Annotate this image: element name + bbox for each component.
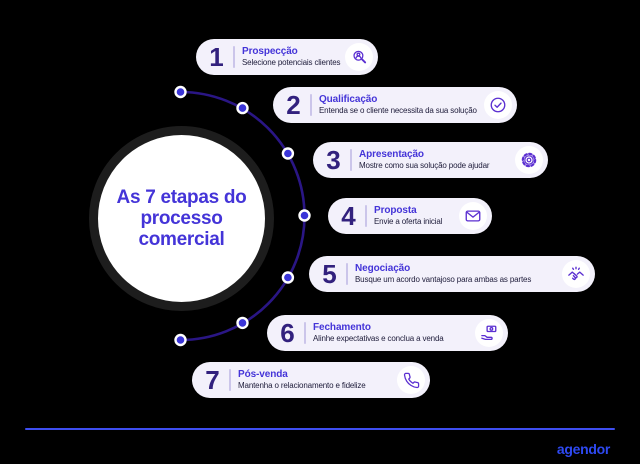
step-node-7: [174, 333, 187, 347]
step-title: Prospecção: [242, 46, 298, 57]
step-description: Selecione potenciais clientes: [242, 58, 341, 67]
divider: [233, 46, 235, 68]
step-node-1: [174, 85, 187, 99]
step-title: Proposta: [374, 205, 417, 216]
step-description: Envie a oferta inicial: [374, 217, 443, 226]
step-node-2: [236, 101, 249, 115]
step-card-qualificacao: 2 Qualificação Entenda se o cliente nece…: [273, 87, 517, 123]
step-title: Qualificação: [319, 94, 378, 105]
step-node-3: [281, 147, 295, 160]
phone-icon: [403, 372, 419, 388]
icon-badge: [562, 260, 590, 288]
step-title: Fechamento: [313, 322, 371, 333]
center-title-circle: As 7 etapas do processo comercial: [89, 126, 274, 311]
icon-badge: [475, 319, 503, 347]
check-circle-icon: [490, 97, 506, 113]
step-number: 7: [205, 365, 219, 395]
step-node-5: [281, 271, 295, 284]
step-description: Busque um acordo vantajoso para ambas as…: [355, 275, 532, 284]
divider: [229, 369, 231, 391]
step-number: 6: [280, 318, 294, 348]
step-description: Mantenha o relacionamento e fidelize: [238, 381, 366, 390]
divider: [310, 94, 312, 116]
step-number: 2: [286, 90, 300, 120]
step-card-prospeccao: 1 Prospecção Selecione potenciais client…: [196, 39, 378, 75]
icon-badge: [345, 43, 373, 71]
divider: [350, 149, 352, 171]
hand-money-icon: [481, 325, 497, 341]
divider: [365, 205, 367, 227]
step-title: Negociação: [355, 263, 411, 274]
step-title: Pós-venda: [238, 369, 288, 380]
step-description: Mostre como sua solução pode ajudar: [359, 161, 490, 170]
envelope-icon: [465, 210, 481, 222]
agendor-logo: agendor: [556, 441, 610, 457]
step-card-fechamento: 6 Fechamento Alinhe expectativas e concl…: [267, 315, 508, 351]
infographic-title: As 7 etapas do processo comercial: [116, 186, 247, 251]
divider: [304, 322, 306, 344]
gear-icon: [521, 152, 537, 168]
icon-badge: [459, 202, 487, 230]
search-user-icon: [352, 50, 366, 63]
step-description: Alinhe expectativas e conclua a venda: [313, 334, 444, 343]
step-number: 4: [341, 201, 355, 231]
step-node-4: [298, 209, 311, 222]
step-number: 5: [322, 259, 336, 289]
step-card-pos-venda: 7 Pós-venda Mantenha o relacionamento e …: [192, 362, 430, 398]
icon-badge: [397, 366, 425, 394]
step-node-6: [236, 316, 249, 330]
step-card-proposta: 4 Proposta Envie a oferta inicial: [328, 198, 492, 234]
icon-badge: [515, 146, 543, 174]
handshake-icon: [568, 266, 584, 281]
footer-divider-line: [25, 428, 615, 430]
step-description: Entenda se o cliente necessita da sua so…: [319, 106, 477, 115]
divider: [346, 263, 348, 285]
step-number: 3: [326, 145, 340, 175]
step-card-negociacao: 5 Negociação Busque um acordo vantajoso …: [309, 256, 595, 292]
icon-badge: [484, 91, 512, 119]
step-number: 1: [209, 42, 223, 72]
step-card-apresentacao: 3 Apresentação Mostre como sua solução p…: [313, 142, 548, 178]
step-title: Apresentação: [359, 149, 424, 160]
